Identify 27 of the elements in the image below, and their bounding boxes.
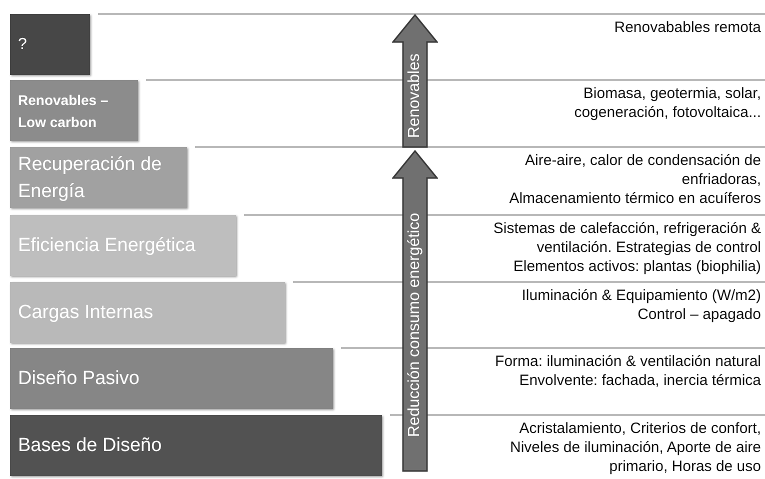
description-text: Aire-aire, calor de condensación de enfriadoras, [524, 151, 761, 189]
step-bar [10, 215, 236, 276]
description-text: Forma: iluminación & ventilación natural [495, 352, 761, 371]
arrow-label: Reducción consumo energético [406, 212, 424, 437]
description-text: Envolvente: fachada, inercia térmica [519, 371, 761, 390]
step-bar [10, 80, 138, 141]
description-text: Almacenamiento térmico en acuíferos [509, 189, 761, 208]
bar-label: Renovables – Low carbon [18, 90, 110, 132]
description-text: Control – apagado [638, 305, 761, 324]
description-text: Iluminación & Equipamiento (W/m2) [522, 286, 761, 305]
bar-label: Recuperación de Energía [18, 152, 163, 204]
step-bar [10, 282, 285, 343]
arrow-label: Renovables [406, 53, 424, 138]
bar-label: Bases de Diseño [18, 434, 162, 458]
step-bar [10, 348, 333, 409]
step-bar [10, 415, 382, 476]
step-bar [10, 147, 187, 208]
description-text: Acristalamiento, Criterios de confort, Niveles de iluminación, Aporte de aire primario, Horas de uso [509, 419, 761, 476]
description-text: Renovabables remota [614, 18, 761, 37]
bar-label: ? [18, 35, 27, 55]
description-text: Sistemas de calefacción, refrigeración & ventilación. Estrategias de control [492, 219, 761, 257]
bar-label: Diseño Pasivo [18, 367, 140, 391]
description-text: Elementos activos: plantas (biophilia) [513, 257, 761, 276]
bar-label: Cargas Internas [18, 301, 154, 325]
bar-label: Eficiencia Energética [18, 234, 196, 258]
step-bar [10, 14, 90, 75]
description-text: Biomasa, geotermia, solar, cogeneración, fotovoltaica... [573, 84, 761, 122]
